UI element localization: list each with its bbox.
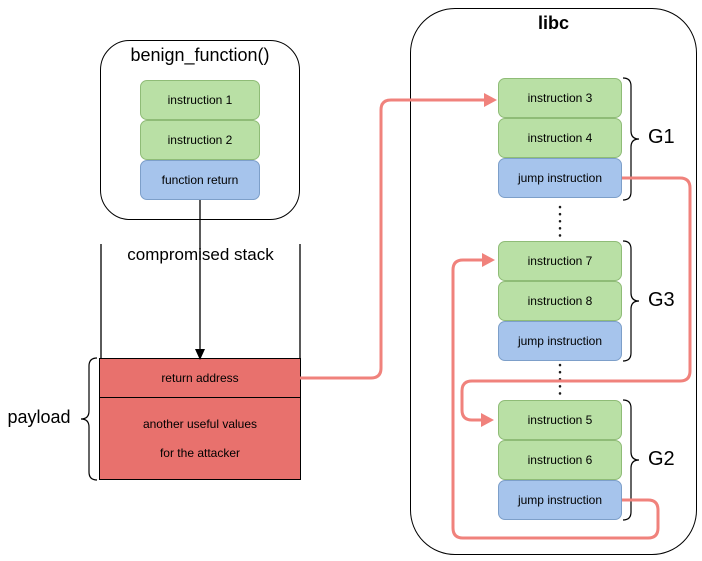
node-instruction-1: instruction 1: [140, 80, 260, 120]
attacker-values-line2: for the attacker: [159, 446, 241, 460]
node-jump-g3: jump instruction: [498, 321, 622, 361]
node-instruction-5: instruction 5: [498, 400, 622, 440]
libc-title: libc: [537, 13, 569, 33]
gadget-label-g3: G3: [648, 289, 675, 311]
attacker-values-cell: another useful values for the attacker: [99, 397, 301, 480]
node-instruction-7: instruction 7: [498, 241, 622, 281]
node-jump-g1: jump instruction: [498, 158, 622, 198]
node-instruction-4: instruction 4: [498, 118, 622, 158]
node-function-return: function return: [140, 160, 260, 200]
node-instruction-2: instruction 2: [140, 120, 260, 160]
return-address-cell: return address: [99, 358, 301, 398]
node-instruction-3: instruction 3: [498, 78, 622, 118]
compromised-stack-label: compromised stack: [127, 245, 274, 264]
attacker-values-line1: another useful values: [142, 417, 258, 431]
return-address-text: return address: [161, 371, 239, 385]
gadget-label-g1: G1: [648, 126, 675, 148]
gadget-label-g2: G2: [648, 448, 675, 470]
payload-brace: [80, 357, 98, 481]
node-instruction-6: instruction 6: [498, 440, 622, 480]
node-instruction-8: instruction 8: [498, 281, 622, 321]
benign-function-title: benign_function(): [130, 45, 270, 65]
payload-label: payload: [7, 407, 71, 427]
node-jump-g2: jump instruction: [498, 480, 622, 520]
